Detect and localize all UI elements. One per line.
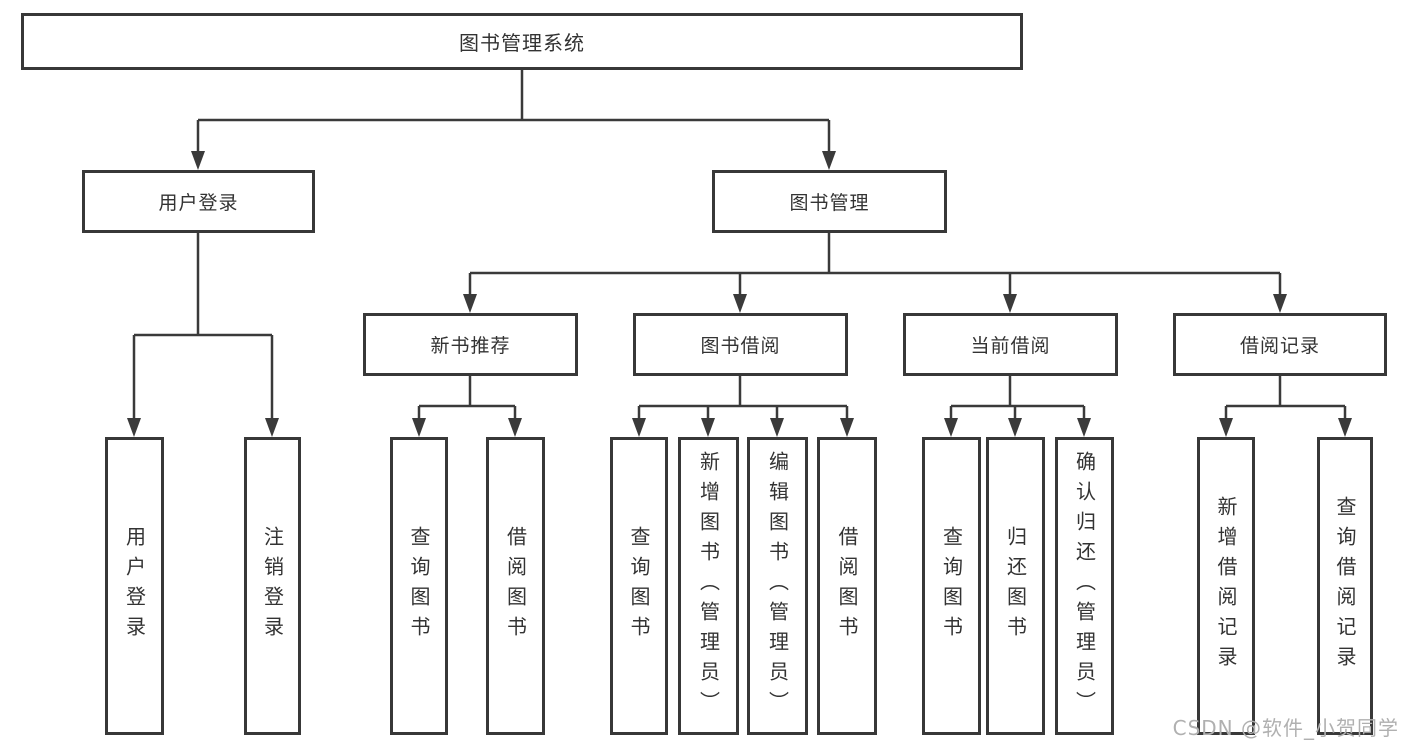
node-label: 图书管理系统 [459,31,585,55]
node-label: 查询图书 [407,526,431,646]
arrowheads [127,151,1352,437]
node-label: 新书推荐 [430,335,511,357]
leaf-query-books-borrowing: 查询图书 [610,437,668,735]
leaf-edit-books-admin: 编辑图书（管理员） [747,437,808,735]
node-label: 图书管理 [789,192,870,214]
node-user-login: 用户登录 [82,170,315,233]
node-label: 用户登录 [158,192,239,214]
node-label: 图书借阅 [700,335,781,357]
leaf-logout: 注销登录 [244,437,301,735]
node-current-borrowing: 当前借阅 [903,313,1118,376]
node-label: 当前借阅 [970,335,1051,357]
node-label: 注销登录 [260,526,285,646]
node-label: 借阅图书 [835,526,859,646]
leaf-borrow-books-recommend: 借阅图书 [486,437,545,735]
node-library-management-system: 图书管理系统 [21,13,1023,70]
node-label: 借阅记录 [1239,335,1320,357]
node-label: 用户登录 [122,526,147,646]
leaf-query-books-recommend: 查询图书 [390,437,448,735]
leaf-user-login: 用户登录 [105,437,164,735]
node-label: 查询图书 [627,526,651,646]
node-label: 新增借阅记录 [1214,496,1238,676]
leaf-add-books-admin: 新增图书（管理员） [678,437,739,735]
leaf-borrow-books-borrowing: 借阅图书 [817,437,877,735]
node-label: 归还图书 [1003,526,1028,646]
node-label: 查询图书 [939,526,964,646]
leaf-confirm-return-admin: 确认归还（管理员） [1055,437,1114,735]
leaf-query-borrow-record: 查询借阅记录 [1317,437,1373,735]
leaf-query-books-current: 查询图书 [922,437,981,735]
node-label: 新增图书（管理员） [696,451,721,721]
node-new-book-recommendation: 新书推荐 [363,313,578,376]
watermark: CSDN @软件_小贺同学 [1172,716,1399,740]
node-label: 编辑图书（管理员） [765,451,790,721]
node-label: 借阅图书 [503,526,528,646]
leaf-return-books: 归还图书 [986,437,1045,735]
node-book-borrowing: 图书借阅 [633,313,848,376]
node-label: 查询借阅记录 [1333,496,1357,676]
leaf-add-borrow-record: 新增借阅记录 [1197,437,1255,735]
node-label: 确认归还（管理员） [1072,451,1097,721]
node-book-management: 图书管理 [712,170,947,233]
node-borrowing-records: 借阅记录 [1173,313,1387,376]
